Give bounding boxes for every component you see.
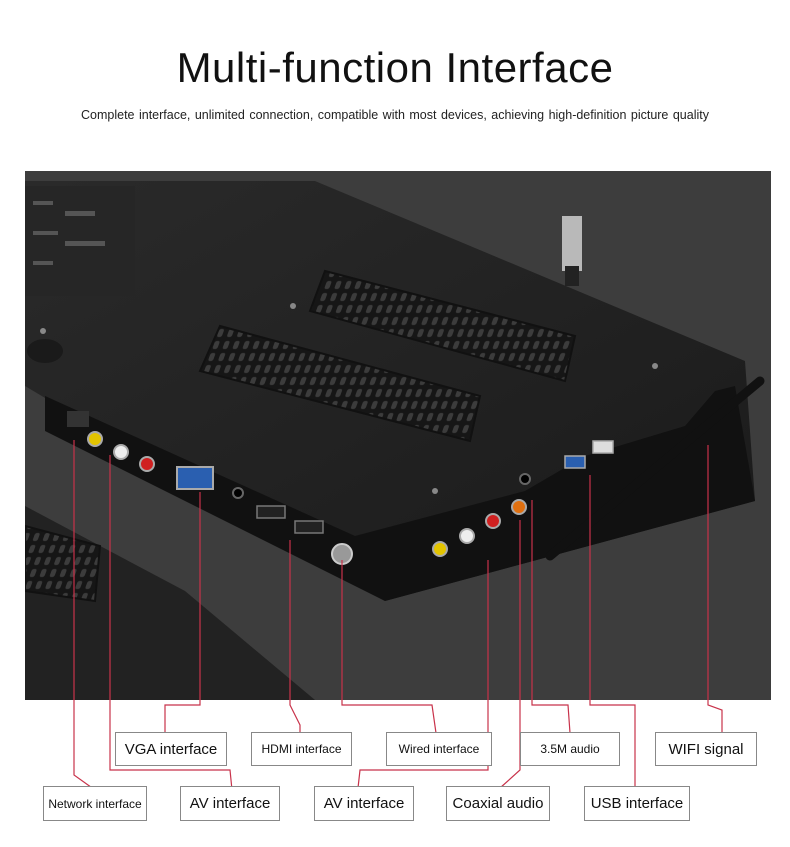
label-hdmi-interface: HDMI interface — [251, 732, 352, 766]
tv-back-photo — [25, 171, 771, 700]
label-av-interface-left: AV interface — [180, 786, 280, 821]
label-network-interface: Network interface — [43, 786, 147, 821]
label-coaxial-audio: Coaxial audio — [446, 786, 550, 821]
page-subtitle: Complete interface, unlimited connection… — [81, 108, 709, 122]
label-wired-interface: Wired interface — [386, 732, 492, 766]
label-vga-interface: VGA interface — [115, 732, 227, 766]
label-wifi-signal: WIFI signal — [655, 732, 757, 766]
label-3-5m-audio: 3.5M audio — [520, 732, 620, 766]
label-usb-interface: USB interface — [584, 786, 690, 821]
label-av-interface-right: AV interface — [314, 786, 414, 821]
tv-back-illustration — [25, 171, 771, 700]
page-title: Multi-function Interface — [176, 44, 614, 91]
